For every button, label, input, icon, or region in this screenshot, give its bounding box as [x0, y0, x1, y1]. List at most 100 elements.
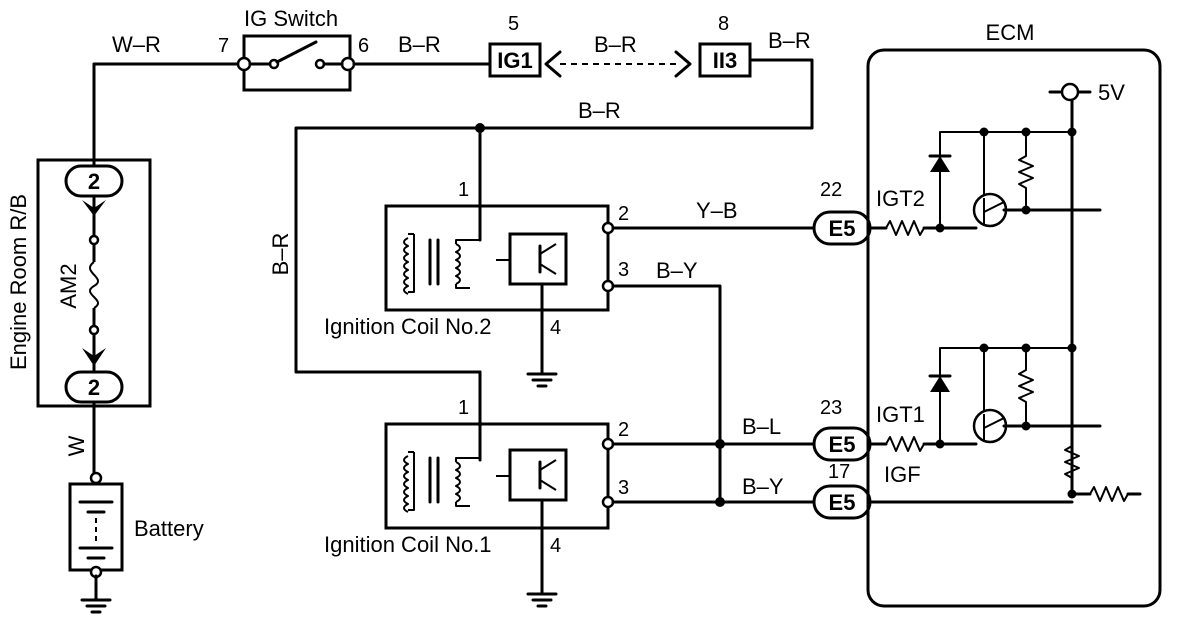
wire-w-label: W [64, 435, 89, 456]
battery-label: Battery [134, 516, 204, 541]
wire-wr-label: W–R [112, 32, 161, 57]
ignition-coil-2-label: Ignition Coil No.2 [324, 314, 492, 339]
battery-terminal-plus [89, 471, 103, 485]
coil1-pin-1: 1 [458, 397, 469, 419]
connector-e5-igf-label: E5 [829, 490, 856, 515]
engine-room-relay-block: Engine Room R/B 2 2 AM2 [6, 158, 152, 408]
supply-5v-terminal-icon [1060, 82, 1080, 102]
connector-e5-igt1: 23 E5 [812, 397, 872, 462]
ig-switch-terminal-7 [236, 56, 252, 72]
igt1-label: IGT1 [876, 402, 925, 427]
igt1-pullup-resistor-icon [1018, 348, 1034, 426]
coil2-pin-1: 1 [458, 179, 469, 201]
am2-label: AM2 [56, 263, 81, 308]
connector-ii3-chevron-icon [674, 50, 692, 78]
connector-ii3-pin-8: 8 [718, 13, 729, 35]
wire-by-top-label: B–Y [656, 258, 698, 283]
connector-ig1-label: IG1 [497, 48, 532, 73]
connector-e5-igt2-label: E5 [829, 216, 856, 241]
coil2-primary-winding-icon [455, 243, 461, 285]
wire-br-ig1-ii3-label: B–R [594, 32, 637, 57]
igt2-junction-rail [1067, 127, 1077, 137]
connector-ii3-frame [698, 42, 752, 78]
coil1-pin-3: 3 [618, 477, 629, 499]
ignition-coil-2-frame [384, 204, 610, 312]
wire-bl-label: B–L [742, 414, 781, 439]
switch-blade-icon [275, 40, 318, 64]
e5-pin-23: 23 [820, 397, 842, 419]
wire-br-switch-ig1-label: B–R [398, 32, 441, 57]
connector-ii3-label: II3 [713, 48, 737, 73]
igt2-pullup-resistor-icon [1018, 132, 1034, 210]
igt2-transistor-emitter-line [983, 201, 1005, 213]
igf-pullup-resistor-icon [1064, 445, 1080, 479]
ignition-coil-1-label: Ignition Coil No.1 [324, 532, 492, 557]
fuse-terminal-bottom [88, 324, 100, 336]
igt1-resistor-icon [885, 436, 925, 452]
igt1-junction-rail [1067, 343, 1077, 353]
coil1-transistor-collector [539, 459, 557, 471]
coil1-pin-2: 2 [618, 419, 629, 441]
ig-switch-pin-7: 7 [218, 35, 229, 57]
coil2-pin-3: 3 [618, 259, 629, 281]
coil2-pin-4: 4 [550, 317, 561, 339]
igt2-label: IGT2 [876, 186, 925, 211]
igt1-diode-icon [930, 376, 950, 392]
coil1-transistor-emitter [539, 479, 557, 491]
junction-bl [715, 439, 725, 449]
connector-ig1: 5 IG1 [488, 13, 562, 78]
wire-by-top [611, 284, 722, 504]
connector-e5-igt1-label: E5 [829, 432, 856, 457]
e5-pin-17: 17 [828, 461, 850, 483]
igt1-transistor-emitter-line [983, 417, 1005, 429]
coil2-secondary-winding-icon [403, 237, 409, 295]
ignition-coil-1: 1 2 3 Ignition Coil No.1 4 [324, 370, 629, 594]
battery-ground-icon [80, 598, 112, 614]
coil1-ground-icon [526, 592, 558, 608]
coil1-primary-top [455, 457, 480, 462]
relay-block-connector-bottom-label: 2 [88, 375, 100, 400]
coil1-primary-bottom [455, 502, 470, 507]
ecm: ECM 5V IGT2 IGT1 [866, 20, 1162, 608]
connector-ii3: 8 II3 [674, 13, 752, 78]
ig-switch-pin-6: 6 [358, 35, 369, 57]
coil2-igniter [508, 232, 568, 286]
wire-br-bus-label: B–R [578, 98, 621, 123]
junction-by [715, 497, 725, 507]
connector-ig1-chevron-icon [544, 50, 562, 78]
coil2-transistor-emitter [539, 263, 557, 275]
coil1-primary-winding-icon [455, 461, 461, 503]
coil1-secondary-lead [408, 451, 415, 511]
igf-series-resistor-icon [1089, 486, 1129, 502]
igf-label: IGF [884, 462, 921, 487]
coil2-transistor-collector [539, 243, 557, 255]
coil2-secondary-lead [408, 233, 415, 293]
battery: Battery [68, 482, 204, 572]
coil1-secondary-winding-icon [403, 455, 409, 513]
coil2-primary-bottom [455, 284, 470, 289]
coil2-pin-2: 2 [618, 203, 629, 225]
connector-ig1-frame [488, 42, 542, 78]
connector-e5-igt2: 22 E5 [812, 179, 872, 246]
coil1-igniter [508, 448, 568, 502]
ecm-frame [866, 48, 1162, 608]
igt2-diode-icon [930, 156, 950, 172]
wire-br-right-label: B–R [768, 28, 811, 53]
fuse-terminal-top [88, 234, 100, 246]
coil2-ground-icon [526, 372, 558, 388]
wire-yb-label: Y–B [696, 198, 738, 223]
fuse-icon [89, 261, 99, 309]
wire-by-bottom-label: B–Y [742, 474, 784, 499]
e5-pin-22: 22 [820, 179, 842, 201]
relay-block-connector-top-label: 2 [88, 169, 100, 194]
coil2-primary-top [455, 239, 480, 244]
ig-switch-label: IG Switch [244, 6, 338, 31]
connector-ig1-pin-5: 5 [508, 13, 519, 35]
relay-block-label: Engine Room R/B [6, 194, 31, 370]
supply-5v-label: 5V [1098, 80, 1125, 105]
wire-br-vertical-label: B–R [268, 233, 293, 276]
ig-switch: IG Switch 7 6 [218, 6, 369, 92]
connector-arrow-top-icon [82, 200, 106, 216]
igt2-resistor-icon [885, 220, 925, 236]
